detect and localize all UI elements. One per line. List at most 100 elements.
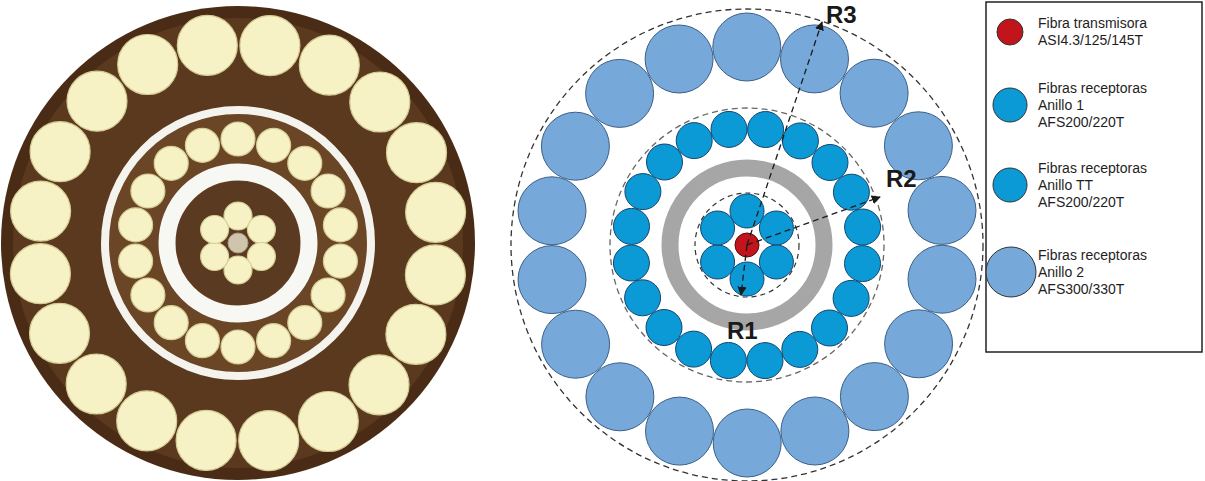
center-fiber — [228, 233, 248, 253]
ring1-fiber — [676, 123, 712, 159]
ring1-fiber — [748, 112, 784, 148]
middle-fiber — [288, 306, 322, 340]
ring1-fiber — [647, 144, 683, 180]
ring2-fiber — [518, 177, 586, 245]
ring2-fiber — [586, 59, 654, 127]
tt-fiber — [701, 245, 735, 279]
middle-fiber — [221, 330, 255, 364]
middle-fiber — [154, 146, 188, 180]
outer-fiber — [118, 35, 178, 95]
outer-fiber — [67, 71, 127, 131]
legend-swatch — [986, 247, 1036, 297]
inner-tube — [167, 172, 309, 314]
ring1-fiber — [812, 310, 848, 346]
middle-fiber — [311, 278, 345, 312]
legend-swatch — [997, 19, 1023, 45]
ring2-fiber — [542, 310, 610, 378]
outer-fiber — [298, 392, 358, 452]
ring2-fiber — [713, 409, 781, 477]
ring1-fiber — [845, 209, 881, 245]
middle-fiber — [131, 278, 165, 312]
outer-fiber — [239, 411, 299, 471]
ring2-fiber — [781, 25, 849, 93]
tt-fiber — [730, 262, 764, 296]
middle-fiber — [323, 244, 357, 278]
ring1-fiber — [845, 246, 881, 282]
ring2-fiber — [541, 112, 609, 180]
ring2-fiber — [518, 246, 586, 314]
r2-circle — [610, 108, 884, 382]
ring1-fiber — [812, 145, 848, 181]
middle-fiber — [257, 128, 291, 162]
ring1-fiber — [625, 280, 661, 316]
radius-label: R2 — [886, 166, 917, 192]
legend-text: Fibra transmisora ASI4.3/125/145T — [1038, 15, 1163, 49]
middle-fiber — [288, 146, 322, 180]
inner-fiber — [201, 243, 229, 271]
outer-fiber — [406, 182, 466, 242]
outer-fiber — [299, 35, 359, 95]
outer-fiber — [66, 354, 126, 414]
outer-fiber — [10, 244, 70, 304]
inner-fiber — [247, 216, 275, 244]
ring1-fiber — [710, 343, 746, 379]
ring2-fiber — [885, 310, 953, 378]
middle-fiber — [311, 174, 345, 208]
ring1-fiber — [782, 123, 818, 159]
legend-box — [986, 2, 1202, 352]
gray-tube — [670, 168, 824, 322]
ring1-fiber — [646, 310, 682, 346]
middle-fiber — [131, 174, 165, 208]
ring2-fiber — [840, 59, 908, 127]
ring1-fiber — [833, 280, 869, 316]
outer-fiber — [405, 245, 465, 305]
legend-swatch — [993, 88, 1027, 122]
ring2-fiber — [646, 397, 714, 465]
ring1-fiber — [711, 111, 747, 147]
outer-fiber — [387, 123, 447, 183]
tt-fiber — [701, 211, 735, 245]
tt-fiber — [730, 194, 764, 228]
outer-fiber — [30, 122, 90, 182]
ring1-fiber — [782, 331, 818, 367]
bundle-ferrule — [1, 6, 475, 480]
legend-text: Fibras receptoras Anillo TT AFS200/220T — [1038, 160, 1163, 211]
ring2-fiber — [908, 176, 976, 244]
radius-arrow — [747, 22, 822, 245]
outer-fiber — [176, 410, 236, 470]
middle-fiber — [119, 208, 153, 242]
ring2-fiber — [781, 397, 849, 465]
inner-epoxy — [176, 181, 300, 305]
ring1-fiber — [833, 174, 869, 210]
micrograph — [1, 6, 475, 480]
schematic — [511, 9, 983, 481]
legend-swatch — [993, 168, 1027, 202]
outer-fiber — [177, 15, 237, 75]
middle-fiber — [119, 244, 153, 278]
ring2-fiber — [840, 363, 908, 431]
ring1-fiber — [625, 174, 661, 210]
legend-text: Fibras receptoras Anillo 2 AFS300/330T — [1038, 247, 1163, 298]
tt-fiber — [759, 245, 793, 279]
legend-text: Fibras receptoras Anillo 1 AFS200/220T — [1038, 80, 1163, 131]
middle-fiber — [185, 324, 219, 358]
r1-circle — [695, 193, 799, 297]
radius-label: R3 — [826, 2, 857, 28]
ring1-fiber — [613, 245, 649, 281]
tube-wall — [105, 110, 371, 376]
epoxy-fill — [13, 18, 463, 468]
radius-label: R1 — [727, 318, 758, 344]
ring2-fiber — [713, 13, 781, 81]
outer-fiber — [117, 391, 177, 451]
ring2-fiber — [908, 245, 976, 313]
radius-arrow — [747, 197, 880, 245]
ring1-fiber — [747, 343, 783, 379]
outer-fiber — [349, 355, 409, 415]
middle-fiber — [257, 324, 291, 358]
middle-fiber — [323, 208, 357, 242]
outer-fiber — [30, 303, 90, 363]
ring2-fiber — [645, 25, 713, 93]
middle-fiber — [154, 306, 188, 340]
outer-fiber — [240, 16, 300, 76]
r3-circle — [511, 9, 983, 481]
